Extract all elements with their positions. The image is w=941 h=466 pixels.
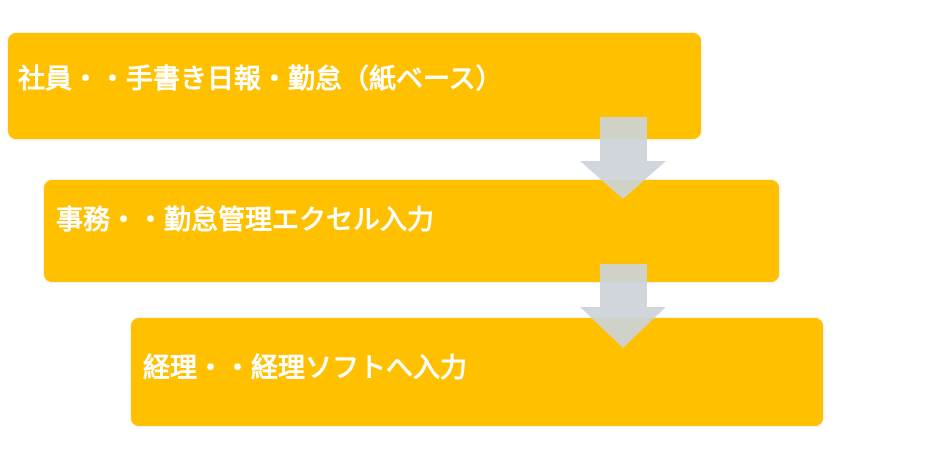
step-label: 経理・・経理ソフトへ入力 bbox=[143, 352, 467, 384]
process-step-employee: 社員・・手書き日報・勤怠（紙ベース） bbox=[8, 33, 701, 139]
process-step-accounting: 経理・・経理ソフトへ入力 bbox=[131, 318, 823, 426]
process-step-office: 事務・・勤怠管理エクセル入力 bbox=[44, 180, 779, 282]
down-arrow-icon bbox=[580, 117, 666, 199]
down-arrow-icon bbox=[580, 264, 666, 348]
step-label: 社員・・手書き日報・勤怠（紙ベース） bbox=[18, 63, 503, 95]
step-label: 事務・・勤怠管理エクセル入力 bbox=[56, 204, 434, 236]
